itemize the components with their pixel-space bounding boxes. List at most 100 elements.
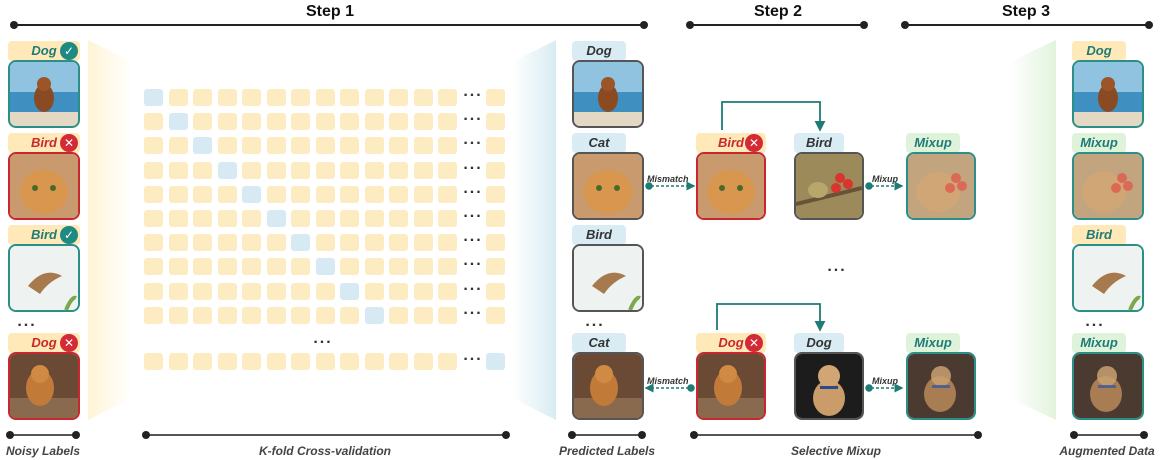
- grid-cell-train: [340, 89, 359, 106]
- grid-cell-train: [266, 306, 286, 324]
- mixup-source-label-2: Dog✕: [696, 333, 766, 353]
- grid-cell-train: [413, 353, 433, 370]
- predicted-image-cat-2: [572, 352, 644, 420]
- grid-cell-train: [340, 113, 359, 131]
- grid-cell-train: [413, 210, 433, 227]
- noisy-label-3: Bird✓: [8, 225, 80, 245]
- grid-cell-train: [144, 234, 163, 252]
- grid-cell-train: [217, 234, 237, 252]
- grid-cell-train: [266, 89, 286, 106]
- predicted-label-1: Dog: [572, 41, 626, 61]
- mixup-result-label-1: Mixup: [906, 133, 960, 153]
- mixup-source-image-cat-2: [696, 352, 766, 420]
- cross-icon: ✕: [60, 334, 78, 352]
- grid-row-ellipsis: ...: [463, 252, 483, 270]
- dog-beach-photo: [10, 62, 78, 126]
- grid-cell-train: [364, 113, 384, 131]
- grid-cell-validation: [242, 185, 261, 203]
- noisy-label-4: Dog✕: [8, 333, 80, 353]
- grid-cell-train: [168, 210, 188, 227]
- dog-photo: [796, 354, 862, 418]
- predicted-label-3: Bird: [572, 225, 626, 245]
- mixed-cat-bird-photo: [1074, 154, 1142, 218]
- grid-cell-train: [315, 306, 335, 324]
- noisy-funnel: [88, 40, 132, 420]
- grid-cell-train: [266, 113, 286, 131]
- grid-cell-train: [389, 234, 408, 252]
- grid-cell-train: [168, 161, 188, 179]
- cat-photo: [574, 154, 642, 218]
- noisy-label-1: Dog✓: [8, 41, 80, 61]
- mixup-target-label-2: Dog: [794, 333, 844, 353]
- grid-cell-train: [315, 210, 335, 227]
- grid-cell-train: [389, 282, 408, 300]
- grid-cell-train: [144, 353, 163, 370]
- grid-row-ellipsis: ...: [463, 276, 483, 294]
- grid-cell-train: [242, 306, 261, 324]
- cat-photo: [698, 154, 764, 218]
- grid-cell-train: [242, 258, 261, 276]
- grid-cell-train: [438, 137, 457, 155]
- grid-cell-train: [315, 353, 335, 370]
- augmented-caption: Augmented Data: [1059, 444, 1155, 458]
- mixup-result-image-2: [906, 352, 976, 420]
- grid-cell-train: [364, 210, 384, 227]
- mixup-bracket: [690, 431, 982, 439]
- grid-cell-train: [364, 282, 384, 300]
- cross-icon: ✕: [60, 134, 78, 152]
- grid-ellipsis-middle: ...: [313, 330, 333, 347]
- mixup-source-image-cat: [696, 152, 766, 220]
- grid-cell-train: [486, 306, 505, 324]
- predicted-image-dog: [572, 60, 644, 128]
- grid-cell-validation: [315, 258, 335, 276]
- noisy-label-2: Bird✕: [8, 133, 80, 153]
- noisy-image-bird: [8, 244, 80, 312]
- noisy-image-cat-2: [8, 352, 80, 420]
- grid-cell-train: [193, 210, 212, 227]
- grid-cell-train: [340, 306, 359, 324]
- grid-cell-train: [217, 137, 237, 155]
- grid-cell-train: [266, 282, 286, 300]
- cat-photo: [10, 154, 78, 218]
- grid-cell-train: [193, 282, 212, 300]
- grid-cell-validation: [291, 234, 310, 252]
- augmented-label-4: Mixup: [1072, 333, 1126, 353]
- grid-cell-train: [291, 282, 310, 300]
- grid-cell-train: [413, 185, 433, 203]
- noisy-bracket: [6, 431, 80, 439]
- cat-photo: [698, 354, 764, 418]
- grid-row-ellipsis: ...: [463, 300, 483, 318]
- grid-cell-validation: [364, 306, 384, 324]
- augmented-image-dog: [1072, 60, 1144, 128]
- augmented-image-bird: [1072, 244, 1144, 312]
- grid-cell-train: [291, 258, 310, 276]
- predicted-funnel: [512, 40, 556, 420]
- grid-cell-train: [144, 258, 163, 276]
- grid-cell-train: [168, 137, 188, 155]
- grid-cell-train: [389, 353, 408, 370]
- grid-cell-train: [438, 185, 457, 203]
- augmented-funnel: [1010, 40, 1056, 420]
- grid-cell-validation: [486, 353, 505, 370]
- grid-cell-validation: [340, 282, 359, 300]
- step2-bracket: [686, 21, 868, 29]
- noisy-image-cat: [8, 152, 80, 220]
- grid-cell-train: [438, 258, 457, 276]
- grid-cell-validation: [193, 137, 212, 155]
- grid-cell-train: [217, 282, 237, 300]
- grid-cell-train: [242, 161, 261, 179]
- grid-cell-train: [168, 234, 188, 252]
- grid-cell-train: [266, 234, 286, 252]
- grid-cell-train: [413, 113, 433, 131]
- grid-cell-train: [217, 210, 237, 227]
- grid-cell-train: [486, 234, 505, 252]
- grid-cell-train: [291, 306, 310, 324]
- check-icon: ✓: [60, 226, 78, 244]
- grid-cell-train: [217, 113, 237, 131]
- grid-cell-train: [144, 161, 163, 179]
- augmented-image-mix-1: [1072, 152, 1144, 220]
- grid-cell-train: [340, 185, 359, 203]
- mixup-target-image-dog: [794, 352, 864, 420]
- grid-cell-train: [193, 89, 212, 106]
